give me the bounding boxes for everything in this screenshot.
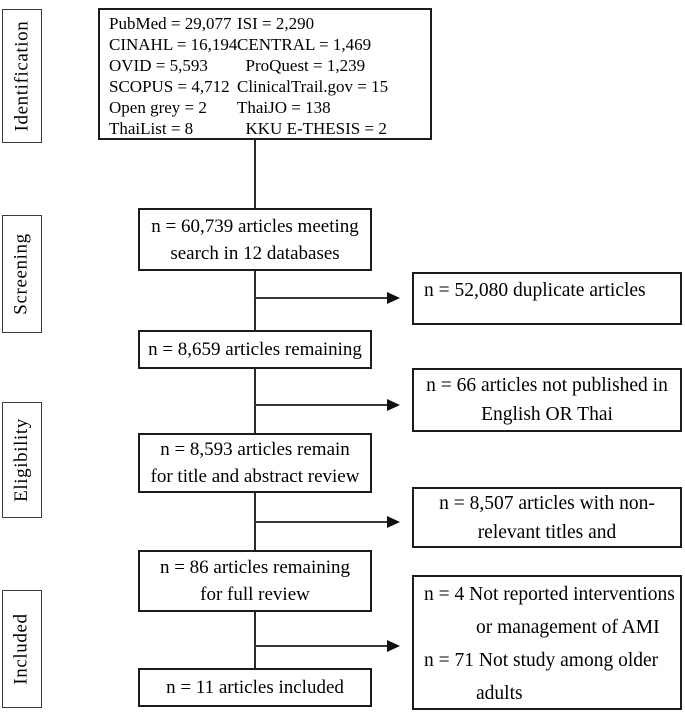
flow-box-line: n = 11 articles included	[166, 677, 344, 698]
source-entry: OVID = 5,593	[109, 56, 208, 75]
flow-box-included-articles: n = 11 articles included	[138, 668, 372, 707]
stage-label-identification: Identification	[11, 20, 32, 132]
stage-box-eligibility: Eligibility	[2, 402, 42, 518]
flow-box-line: n = 86 articles remaining	[159, 557, 351, 578]
source-entry: CENTRAL = 1,469	[237, 35, 372, 54]
exclusion-box-duplicates: n = 52,080 duplicate articles	[412, 272, 682, 325]
arrow-right-icon	[387, 640, 400, 652]
flow-box-line: n = 8,659 articles remaining	[148, 339, 362, 360]
source-entry: CINAHL = 16,194	[109, 35, 238, 54]
stage-box-identification: Identification	[2, 9, 42, 143]
connector-line	[254, 612, 256, 668]
connector-line	[254, 140, 256, 208]
exclusion-box-line: n = 71 Not study among older	[424, 650, 659, 671]
exclusion-box-line: n = 66 articles not published in	[426, 375, 668, 396]
exclusion-box-language: n = 66 articles not published in English…	[412, 368, 682, 432]
source-entry: Open grey = 2	[109, 98, 207, 117]
source-entry: KKU E-THESIS = 2	[237, 119, 387, 138]
exclusion-box-full-review-reasons: n = 4 Not reported interventions or mana…	[412, 575, 682, 710]
flow-box-after-duplicates: n = 8,659 articles remaining	[138, 330, 372, 369]
exclusion-box-line: English OR Thai	[481, 404, 613, 425]
exclusion-box-nonrelevant-titles: n = 8,507 articles with non- relevant ti…	[412, 487, 682, 548]
connector-line	[254, 404, 388, 406]
flow-box-search-results: n = 60,739 articles meeting search in 12…	[138, 208, 372, 271]
stage-label-eligibility: Eligibility	[11, 418, 33, 502]
stage-box-included: Included	[2, 590, 42, 708]
connector-line	[254, 297, 388, 299]
connector-line	[254, 369, 256, 433]
flow-box-line: for full review	[200, 584, 310, 605]
exclusion-box-line: n = 4 Not reported interventions	[424, 584, 675, 605]
database-sources-box: PubMed = 29,077 ISI = 2,290 CINAHL = 16,…	[98, 8, 432, 140]
stage-label-included: Included	[11, 613, 32, 685]
source-entry: ThaiJO = 138	[237, 98, 331, 117]
connector-line	[254, 271, 256, 330]
exclusion-box-line: n = 8,507 articles with non-	[439, 492, 655, 514]
exclusion-box-line: n = 52,080 duplicate articles	[424, 280, 646, 301]
exclusion-box-line: adults	[476, 683, 523, 704]
arrow-right-icon	[387, 516, 400, 528]
flow-box-full-review: n = 86 articles remaining for full revie…	[138, 550, 372, 612]
flow-box-title-abstract-review: n = 8,593 articles remain for title and …	[138, 433, 372, 493]
connector-line	[254, 645, 388, 647]
arrow-right-icon	[387, 399, 400, 411]
source-entry: ISI = 2,290	[237, 14, 315, 33]
source-entry: SCOPUS = 4,712	[109, 77, 230, 96]
source-entry: ProQuest = 1,239	[237, 56, 366, 75]
arrow-right-icon	[387, 292, 400, 304]
source-entry: PubMed = 29,077	[109, 14, 232, 33]
stage-box-screening: Screening	[2, 215, 42, 333]
stage-label-screening: Screening	[11, 233, 32, 315]
flow-box-line: search in 12 databases	[170, 242, 340, 264]
flow-box-line: n = 8,593 articles remain	[160, 439, 350, 460]
connector-line	[254, 521, 388, 523]
source-entry: ThaiList = 8	[109, 119, 194, 138]
flow-box-line: n = 60,739 articles meeting	[151, 215, 359, 237]
flow-box-line: for title and abstract review	[150, 466, 360, 487]
exclusion-box-line: relevant titles and	[477, 521, 617, 543]
exclusion-box-line: or management of AMI	[476, 617, 660, 638]
source-entry: ClinicalTrail.gov = 15	[237, 77, 389, 96]
